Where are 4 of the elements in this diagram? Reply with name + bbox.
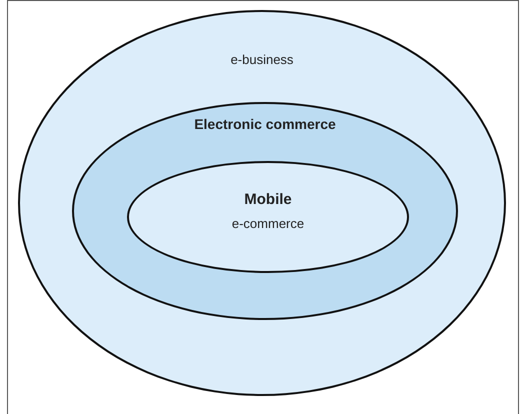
region-label: e-commerce	[232, 214, 304, 232]
region-label: e-business	[230, 51, 294, 69]
region-label: Electronic commerce	[194, 115, 336, 134]
region-label: Mobile	[244, 190, 292, 210]
